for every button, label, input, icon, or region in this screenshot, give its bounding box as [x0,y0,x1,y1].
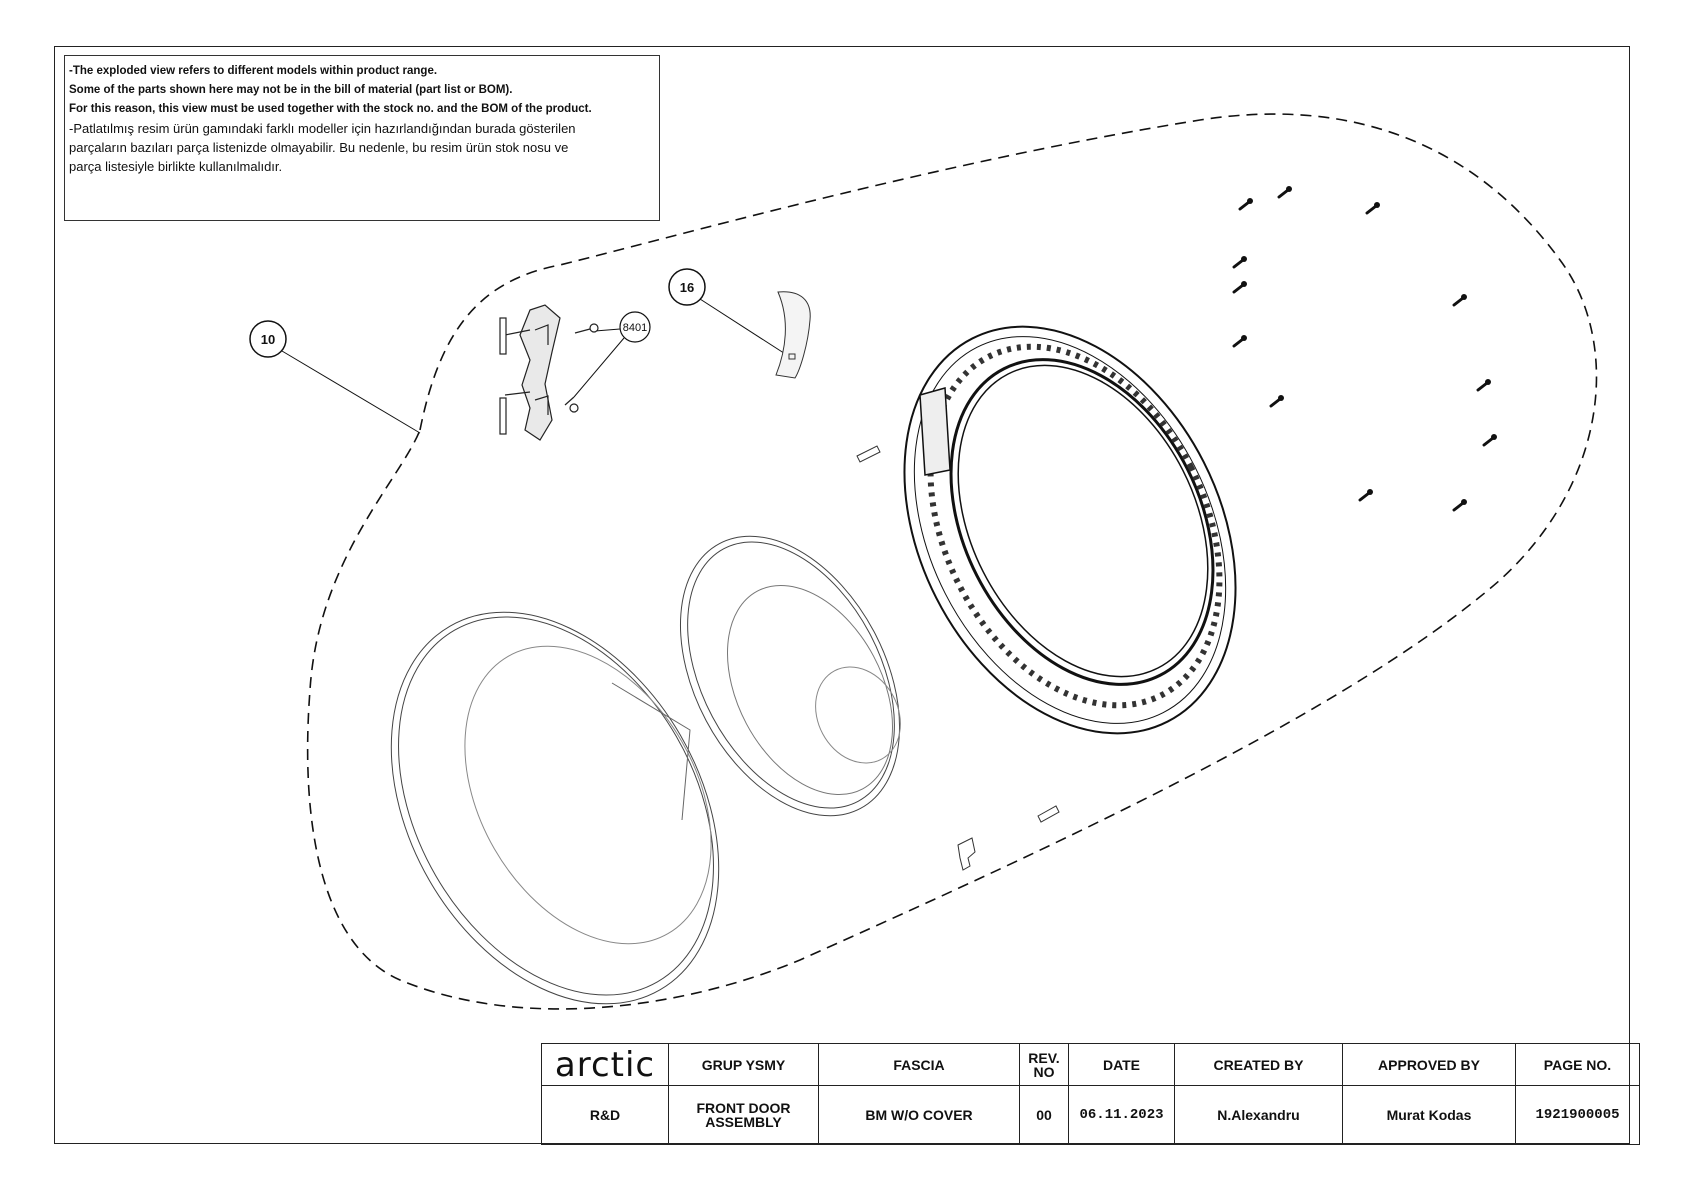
callout-8401: 8401 [573,311,651,398]
screw-head [1367,489,1373,495]
note-line-1: -The exploded view refers to different m… [69,65,438,77]
rev-label: REV. NO [1019,1043,1069,1086]
outer-door-frame-part [390,611,720,1005]
cover-plate-part [775,291,811,379]
screw-head [1241,281,1247,287]
screw-head [1286,186,1292,192]
fascia-value: BM W/O COVER [818,1085,1020,1145]
date-value: 06.11.2023 [1068,1085,1175,1145]
door-hinge-part [499,304,561,441]
note-line-2: Some of the parts shown here may not be … [69,84,513,96]
screw-head [1374,202,1380,208]
screw-head [1491,434,1497,440]
note-line-5: parçaların bazıları parça listenizde olm… [69,140,569,155]
page-no-value: 1921900005 [1515,1085,1640,1145]
rev-value: 00 [1019,1085,1069,1145]
inner-door-ring-part [903,325,1237,735]
screw-head [1241,335,1247,341]
page-no-label: PAGE NO. [1515,1043,1640,1086]
screw [1476,381,1489,392]
screw [1482,436,1495,447]
department-value: R&D [541,1085,669,1145]
door-glass-bowl-part [679,535,901,817]
screw [1452,296,1465,307]
note-line-6: parça listesiyle birlikte kullanılmalıdı… [69,159,283,174]
callout-10: 10 [249,320,421,434]
callout-10-label: 10 [261,332,275,347]
note-line-4: -Patlatılmış resim ürün gamındaki farklı… [69,121,576,136]
screw [1238,200,1251,211]
group-label: GRUP YSMY [668,1043,819,1086]
screw [1232,258,1245,269]
screw [1232,283,1245,294]
note-line-3: For this reason, this view must be used … [69,103,592,115]
callout-16: 16 [668,268,791,358]
door-latch-part [957,837,976,871]
group-value: FRONT DOOR ASSEMBLY [668,1085,819,1145]
date-label: DATE [1068,1043,1175,1086]
notes-box: -The exploded view refers to different m… [64,55,660,221]
assembly-boundary-dashed [306,113,1598,1010]
created-by-label: CREATED BY [1174,1043,1343,1086]
screw-head [1485,379,1491,385]
created-by-value: N.Alexandru [1174,1085,1343,1145]
screw [1269,397,1282,408]
company-logo: arctic [541,1043,669,1086]
screw [1358,491,1371,502]
screw-head [1241,256,1247,262]
fastening-screws [1232,186,1497,512]
screw-head [1247,198,1253,204]
screw [1452,501,1465,512]
hinge-screws [564,323,599,413]
screw [1365,204,1378,215]
callout-8401-label: 8401 [623,322,647,334]
pin-parts [856,445,1060,823]
approved-by-value: Murat Kodas [1342,1085,1516,1145]
screw [1232,337,1245,348]
screw [1277,188,1290,199]
screw-head [1461,499,1467,505]
title-block: arctic GRUP YSMY FASCIA REV. NO DATE CRE… [541,1043,1640,1145]
screw-head [1461,294,1467,300]
approved-by-label: APPROVED BY [1342,1043,1516,1086]
callout-16-label: 16 [680,280,694,295]
fascia-label: FASCIA [818,1043,1020,1086]
screw-head [1278,395,1284,401]
